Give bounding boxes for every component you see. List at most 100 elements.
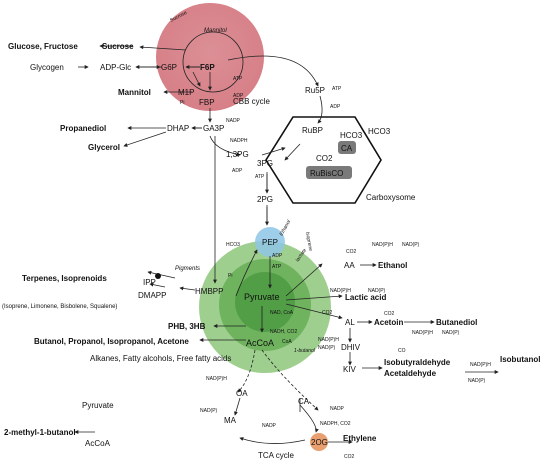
pi-pep: Pi bbox=[228, 273, 232, 279]
nadph-ga3p: NADPH bbox=[230, 138, 248, 144]
ethylene-label: Ethylene bbox=[343, 434, 377, 443]
phb-label: PHB, 3HB bbox=[168, 322, 206, 331]
accoa-label: AcCoA bbox=[246, 338, 274, 348]
glycerol-label: Glycerol bbox=[88, 143, 120, 152]
2og-label: 2OG bbox=[311, 438, 328, 447]
butanol-path-label: 1-butanol bbox=[294, 348, 316, 354]
nadh-co2: NADH, CO2 bbox=[270, 329, 297, 335]
glycogen-label: Glycogen bbox=[30, 63, 64, 72]
rubp-label: RuBP bbox=[302, 126, 323, 135]
fbp-label: FBP bbox=[199, 98, 215, 107]
aa-label: AA bbox=[344, 261, 355, 270]
hco3-in-label: HCO3 bbox=[340, 131, 363, 140]
rubisco-box bbox=[306, 166, 352, 179]
oa-label: OA bbox=[236, 389, 248, 398]
butanol-line-label: Butanol, Propanol, Isopropanol, Acetone bbox=[34, 337, 189, 346]
nadph-co2-ca: NADPH, CO2 bbox=[320, 421, 351, 427]
pigments-label: Pigments bbox=[175, 266, 200, 272]
nadph-oa: NAD(P)H bbox=[206, 376, 227, 382]
nadph-isobut: NAD(P)H bbox=[470, 362, 491, 368]
pyruvate2-label: Pyruvate bbox=[82, 401, 114, 410]
nadp-acetoin: NAD(P) bbox=[442, 330, 460, 336]
dhap-label: DHAP bbox=[167, 124, 189, 133]
green-inner-circle bbox=[235, 272, 295, 332]
rubisco-label: RuBisCO bbox=[310, 169, 343, 178]
co-kiv: CO bbox=[398, 348, 406, 354]
ethanol-label: Ethanol bbox=[378, 261, 407, 270]
terp-list-label: (Isoprene, Limonene, Bisbolene, Squalene… bbox=[2, 304, 117, 310]
terpenes-label: Terpenes, Isoprenoids bbox=[22, 274, 107, 283]
isoprene-tag-label: Isoprene bbox=[304, 231, 313, 251]
nadph-acetoin: NAD(P)H bbox=[412, 330, 433, 336]
co2-al: CO2 bbox=[322, 310, 333, 316]
nadp-lactic: NAD(P) bbox=[368, 288, 386, 294]
hco3-pep: HCO3 bbox=[226, 242, 240, 248]
methylbutanol-label: 2-methyl-1-butanol bbox=[4, 428, 76, 437]
ca-box-label: CA bbox=[341, 144, 353, 153]
g6p-label: G6P bbox=[161, 63, 177, 72]
ga3p-label: GA3P bbox=[203, 124, 224, 133]
m1p-label: M1P bbox=[178, 88, 194, 97]
atp-ru5p: ATP bbox=[332, 86, 342, 92]
labels-layer: Glucose, Fructose Sucrose Glycogen ADP-G… bbox=[2, 42, 540, 460]
co2-acetoin: CO2 bbox=[384, 311, 395, 317]
atp-3pg: ATP bbox=[255, 174, 265, 180]
cbb-cycle-circle bbox=[156, 3, 264, 111]
co2-aa: CO2 bbox=[346, 249, 357, 255]
nadp-oa: NAD(P) bbox=[200, 408, 218, 414]
pep-circle bbox=[255, 227, 285, 257]
butanediol-label: Butanediol bbox=[436, 318, 477, 327]
isobutyraldehyde-label: Isobutyraldehyde bbox=[384, 358, 451, 367]
cofactors-layer: ATP ADP ATP ADP Pi NADP NADPH ADP ATP HC… bbox=[180, 76, 491, 460]
dhiv-label: DHIV bbox=[341, 343, 361, 352]
isobutanol-label: Isobutanol bbox=[500, 355, 540, 364]
nadp-ga3p: NADP bbox=[226, 118, 241, 124]
nadp-dhiv: NAD(P) bbox=[318, 345, 336, 351]
propanediol-label: Propanediol bbox=[60, 124, 106, 133]
adp-cbb: ADP bbox=[233, 93, 244, 99]
ipp-label: IPP bbox=[143, 278, 156, 287]
sucrose-label: Sucrose bbox=[102, 42, 134, 51]
pi-m1p: Pi bbox=[180, 100, 184, 106]
co2-label: CO2 bbox=[316, 154, 333, 163]
carboxysome-label: Carboxysome bbox=[366, 193, 416, 202]
ipp-dot bbox=[155, 273, 161, 279]
cbb-inner-arc bbox=[182, 31, 244, 93]
mannitol-arc-label: Mannitol bbox=[204, 28, 227, 34]
nadp-aa: NAD(P) bbox=[402, 242, 420, 248]
ca-tca-label: CA bbox=[298, 397, 310, 406]
tca-label: TCA cycle bbox=[258, 451, 295, 460]
adp-pep: ADP bbox=[272, 253, 283, 259]
acetaldehyde-label: Acetaldehyde bbox=[384, 369, 437, 378]
adp-ru5p: ADP bbox=[330, 104, 341, 110]
kiv-label: KIV bbox=[343, 365, 357, 374]
pep-label: PEP bbox=[262, 238, 278, 247]
nadph-dhiv: NAD(P)H bbox=[318, 337, 339, 343]
carboxysome-hexagon bbox=[265, 116, 382, 204]
hco3-out-label: HCO3 bbox=[368, 127, 391, 136]
nadp-ca: NADP bbox=[330, 406, 345, 412]
atp-pep: ATP bbox=[272, 264, 282, 270]
glucose-fructose-label: Glucose, Fructose bbox=[8, 42, 78, 51]
nadp-isobut: NAD(P) bbox=[468, 378, 486, 384]
lactic-label: Lactic acid bbox=[345, 293, 386, 302]
pyruvate-label: Pyruvate bbox=[244, 292, 280, 302]
co2-2og: CO2 bbox=[344, 454, 355, 460]
hmbpp-label: HMBPP bbox=[195, 287, 223, 296]
pathway-arrows bbox=[74, 44, 499, 444]
accoa2-label: AcCoA bbox=[85, 439, 111, 448]
ru5p-label: Ru5P bbox=[305, 86, 325, 95]
dmapp-label: DMAPP bbox=[138, 291, 166, 300]
al-label: AL bbox=[345, 318, 355, 327]
3pg-label: 3PG bbox=[257, 159, 273, 168]
nad-coa: NAD, CoA bbox=[270, 310, 294, 316]
nadph-lactic: NAD(P)H bbox=[330, 288, 351, 294]
bpg-label: 1,3PG bbox=[226, 150, 249, 159]
acetoin-label: Acetoin bbox=[374, 318, 403, 327]
atp-cbb: ATP bbox=[233, 76, 243, 82]
coa-accoa: CoA bbox=[282, 339, 292, 345]
adp-glc-label: ADP-Glc bbox=[100, 63, 131, 72]
mannitol-label: Mannitol bbox=[118, 88, 151, 97]
f6p-label: F6P bbox=[200, 63, 215, 72]
